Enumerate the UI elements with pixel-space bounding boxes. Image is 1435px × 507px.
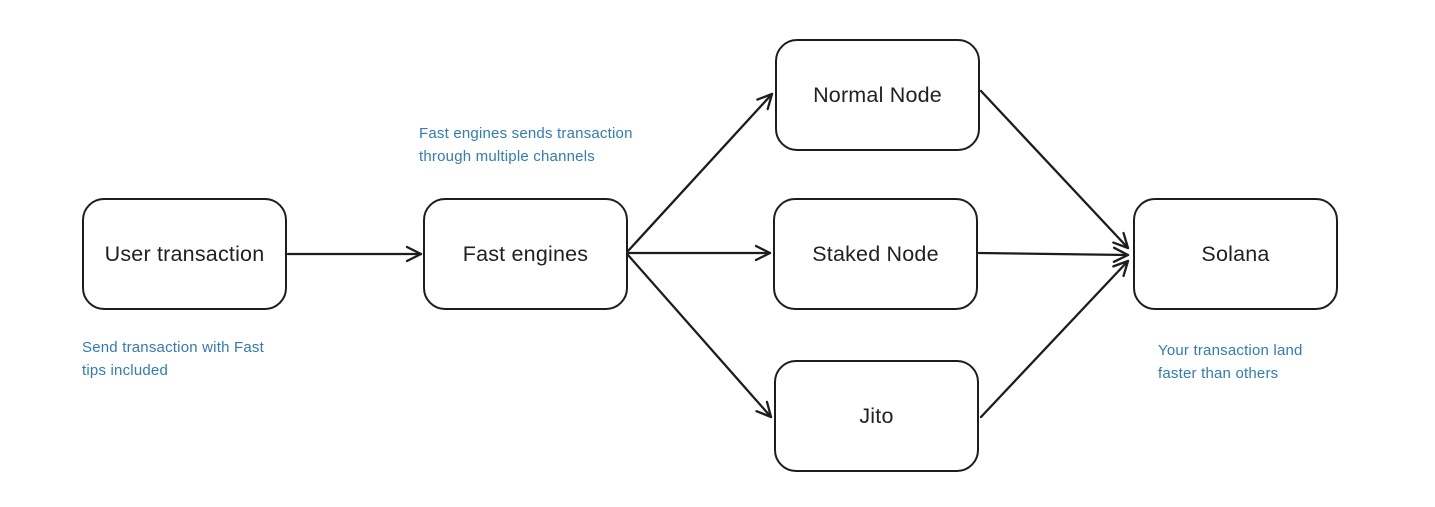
node-solana: Solana (1133, 198, 1338, 310)
arrow-staked-node-to-solana (977, 246, 1130, 263)
annotation-fast-note-line1: Fast engines sends transaction (419, 125, 633, 142)
node-label-user-transaction: User transaction (104, 241, 265, 266)
node-staked-node: Staked Node (773, 198, 978, 310)
arrow-normal-node-to-solana (979, 89, 1130, 250)
annotation-fast-note: Fast engines sends transaction through m… (419, 122, 633, 168)
arrow-jito-to-solana (979, 259, 1130, 419)
annotation-user-note: Send transaction with Fast tips included (82, 336, 264, 382)
annotation-solana-note-line2: faster than others (1158, 365, 1279, 382)
node-normal-node: Normal Node (775, 39, 980, 151)
node-label-solana: Solana (1201, 241, 1270, 266)
annotation-fast-note-line2: through multiple channels (419, 148, 595, 165)
node-jito: Jito (774, 360, 979, 472)
annotation-solana-note-line1: Your transaction land (1158, 342, 1303, 359)
arrow-fast-to-normal-node (626, 92, 774, 253)
annotation-solana-note: Your transaction land faster than others (1158, 339, 1303, 385)
annotation-user-note-line1: Send transaction with Fast (82, 339, 264, 356)
node-label-staked-node: Staked Node (812, 241, 939, 266)
node-label-fast-engines: Fast engines (462, 241, 589, 266)
node-label-jito: Jito (859, 403, 894, 428)
node-fast-engines: Fast engines (423, 198, 628, 310)
annotation-user-note-line2: tips included (82, 362, 168, 379)
node-label-normal-node: Normal Node (813, 82, 942, 107)
arrow-fast-to-jito (626, 253, 773, 419)
node-user-transaction: User transaction (82, 198, 287, 310)
